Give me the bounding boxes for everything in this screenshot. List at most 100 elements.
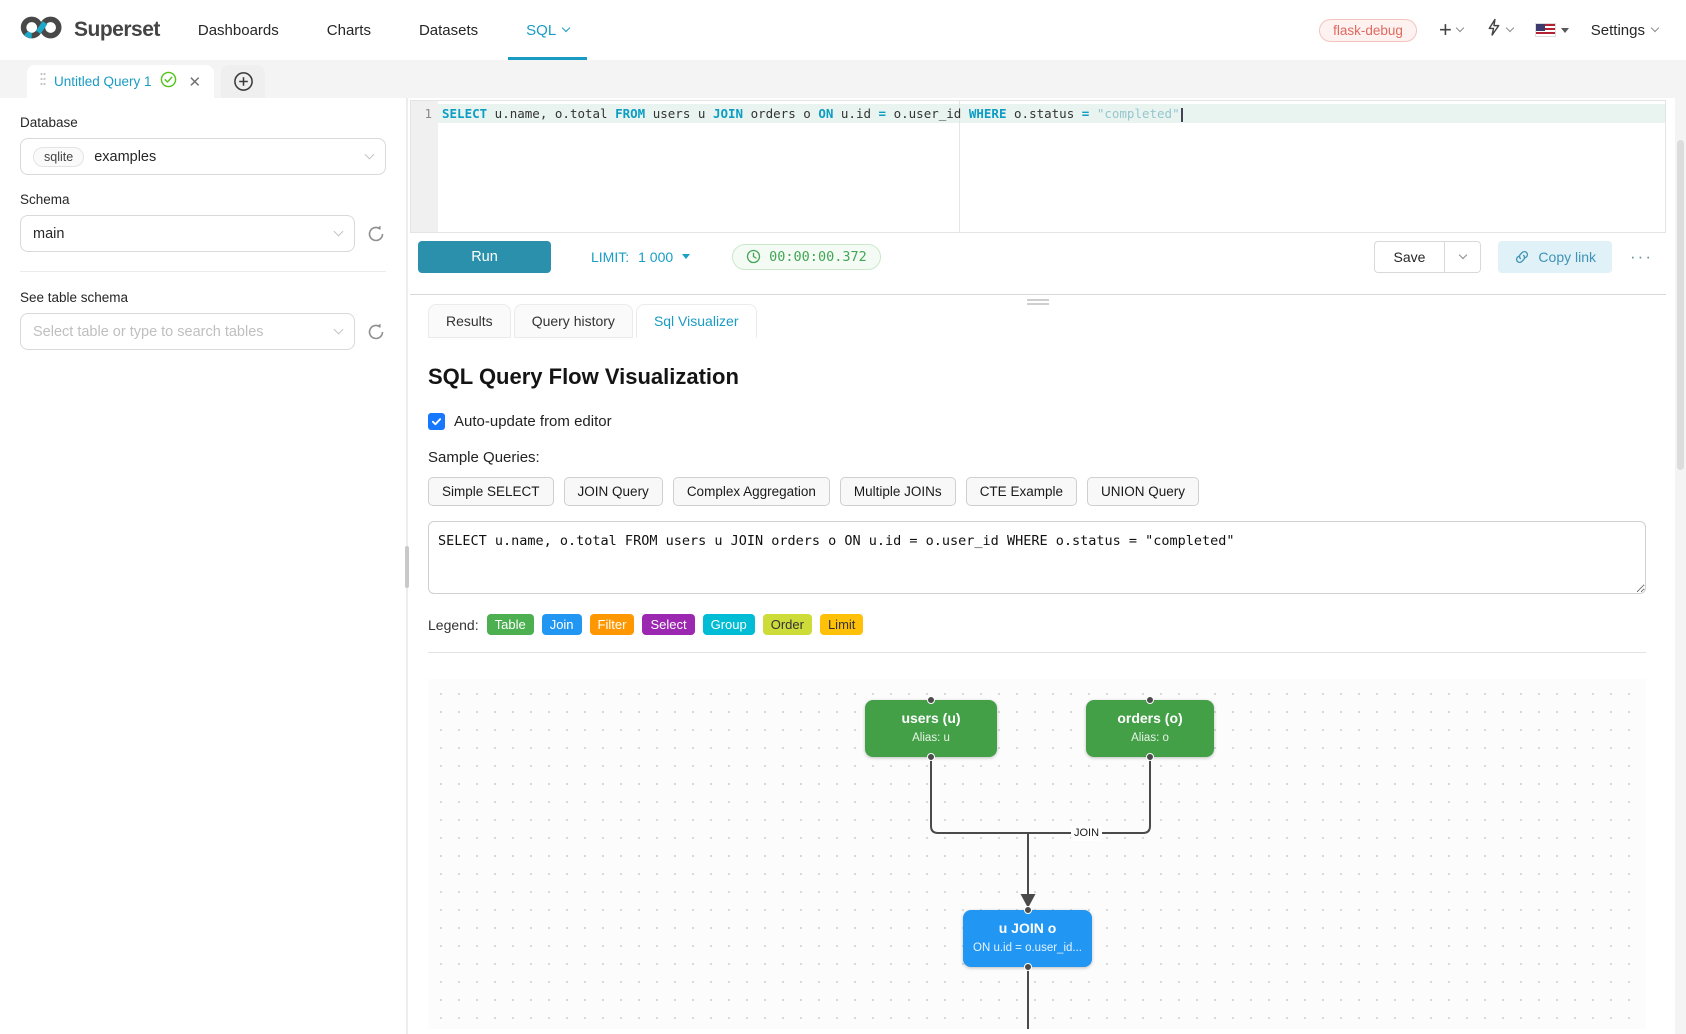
sample-query-button-multiple-joins[interactable]: Multiple JOINs [839,477,956,506]
legend-badge-group: Group [702,614,755,635]
node-handle-users-top[interactable] [927,696,935,704]
query-tab[interactable]: Untitled Query 1 ✕ [27,65,215,98]
active-line-highlight [438,104,1665,123]
legend-row: Legend: Table Join Filter Select Group Order L… [428,614,1646,635]
close-tab-icon[interactable]: ✕ [188,73,202,91]
top-navbar: Superset Dashboards Charts Datasets SQL fla… [0,0,1686,60]
limit-dropdown[interactable]: LIMIT: 1 000 [591,248,691,265]
node-title: orders (o) [1117,710,1183,726]
schema-label: Schema [20,192,70,207]
node-subtitle: Alias: u [912,732,950,744]
legend-label: Legend: [428,616,479,633]
node-handle-users-bottom[interactable] [927,753,935,761]
sample-query-button-simple-select[interactable]: Simple SELECT [428,477,554,506]
elapsed-time: 00:00:00.372 [769,248,867,265]
database-label: Database [20,115,78,130]
schema-select[interactable]: main [20,215,355,252]
nav-item-dashboards[interactable]: Dashboards [197,21,279,39]
flow-node-orders[interactable]: orders (o) Alias: o [1086,700,1214,757]
legend-badge-order: Order [762,614,812,635]
nav-item-datasets[interactable]: Datasets [418,21,479,39]
node-handle-join-top[interactable] [1023,906,1032,914]
link-icon [1516,250,1529,263]
editor-code-area[interactable]: SELECT u.name, o.total FROM users u JOIN… [438,101,1665,232]
copy-link-button[interactable]: Copy link [1498,240,1613,273]
scrollbar-thumb[interactable] [1677,140,1684,470]
node-handle-orders-bottom[interactable] [1146,753,1154,761]
legend-badge-join: Join [541,614,582,635]
refresh-schemas-button[interactable] [366,224,386,244]
sql-input-textarea[interactable]: SELECT u.name, o.total FROM users u JOIN… [428,521,1646,594]
us-flag-icon [1534,23,1556,37]
caret-down-icon [1560,27,1569,33]
language-picker[interactable] [1534,23,1569,37]
sample-queries-label: Sample Queries: [428,449,540,466]
save-options-button[interactable] [1444,240,1482,273]
sample-query-button-complex-aggregation[interactable]: Complex Aggregation [672,477,830,506]
vertical-scrollbar[interactable] [1675,60,1686,1034]
clock-icon [747,249,761,264]
sample-query-button-cte-example[interactable]: CTE Example [965,477,1077,506]
active-queries-button[interactable] [1485,18,1515,42]
settings-menu[interactable]: Settings [1590,21,1660,39]
visualizer-title: SQL Query Flow Visualization [428,364,739,389]
sample-query-buttons: Simple SELECT JOIN Query Complex Aggregati… [428,477,1646,506]
tab-sql-visualizer[interactable]: Sql Visualizer [635,304,757,338]
tab-results[interactable]: Results [428,304,511,338]
more-menu-button[interactable]: ··· [1630,246,1653,266]
flow-node-users[interactable]: users (u) Alias: u [865,700,997,757]
flow-edges [930,758,1151,1029]
node-handle-orders-top[interactable] [1146,696,1154,704]
save-button[interactable]: Save [1373,240,1445,273]
limit-label: LIMIT: [591,248,630,265]
database-value: examples [94,148,157,165]
app-body: Database sqlite examples Schema main [0,98,1686,1034]
nav-item-charts[interactable]: Charts [326,21,371,39]
add-tab-button[interactable] [221,65,266,98]
sidebar-resizer [405,98,409,1034]
drag-handle-icon[interactable] [40,72,46,91]
sample-query-button-join-query[interactable]: JOIN Query [563,477,663,506]
main-nav: Dashboards Charts Datasets SQL [194,0,588,60]
superset-logo-icon [18,14,66,46]
line-number: 1 [424,106,432,121]
legend-badge-select: Select [642,614,695,635]
legend-badges: Table Join Filter Select Group Order Limit [486,614,864,635]
nav-item-sql[interactable]: SQL [508,0,588,60]
run-button[interactable]: Run [418,240,551,273]
settings-label: Settings [1590,21,1645,39]
auto-update-label: Auto-update from editor [454,413,612,430]
database-select[interactable]: sqlite examples [20,138,386,175]
node-handle-join-bottom[interactable] [1023,963,1032,971]
legend-badge-table: Table [486,614,534,635]
chevron-down-icon [333,324,344,335]
sidebar-divider [20,271,386,272]
auto-update-checkbox-row[interactable]: Auto-update from editor [428,413,1646,430]
auto-update-checkbox[interactable] [428,413,445,430]
superset-brand[interactable]: Superset [18,14,160,46]
legend-badge-filter: Filter [589,614,635,635]
table-select[interactable]: Select table or type to search tables [20,313,355,350]
legend-badge-limit: Limit [819,614,864,635]
brand-title: Superset [74,18,160,41]
text-cursor [1180,107,1183,122]
lightning-icon [1485,18,1502,42]
sample-query-button-union-query[interactable]: UNION Query [1086,477,1199,506]
schema-value: main [33,225,65,242]
pane-resize-handle[interactable] [1027,299,1049,305]
node-title: users (u) [901,710,961,726]
query-tab-title: Untitled Query 1 [54,74,152,89]
environment-badge: flask-debug [1319,18,1417,42]
check-icon [431,418,442,426]
editor-toolbar: Run LIMIT: 1 000 00:00:00.372 Save [410,233,1666,280]
copy-link-label: Copy link [1538,248,1597,265]
new-item-button[interactable]: + [1439,19,1465,41]
sidebar-resize-handle[interactable] [405,546,409,588]
node-subtitle: Alias: o [1131,732,1169,744]
chevron-down-icon [333,226,344,237]
chevron-down-icon [364,149,375,160]
refresh-tables-button[interactable] [366,322,386,342]
tab-query-history[interactable]: Query history [513,304,633,338]
